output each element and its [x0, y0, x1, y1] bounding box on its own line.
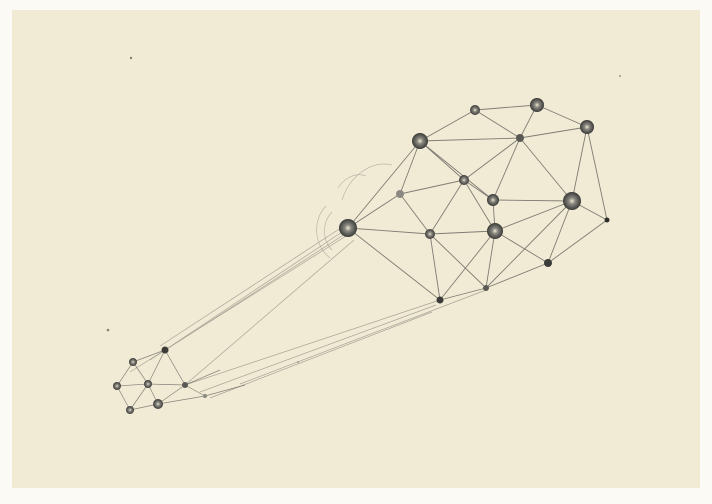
- faint-orbit-marks: [317, 164, 392, 258]
- large-network-nodes: [339, 98, 610, 304]
- paper-specks: [107, 57, 621, 363]
- small-network-nodes: [113, 347, 207, 415]
- small-network-edges: [117, 350, 245, 410]
